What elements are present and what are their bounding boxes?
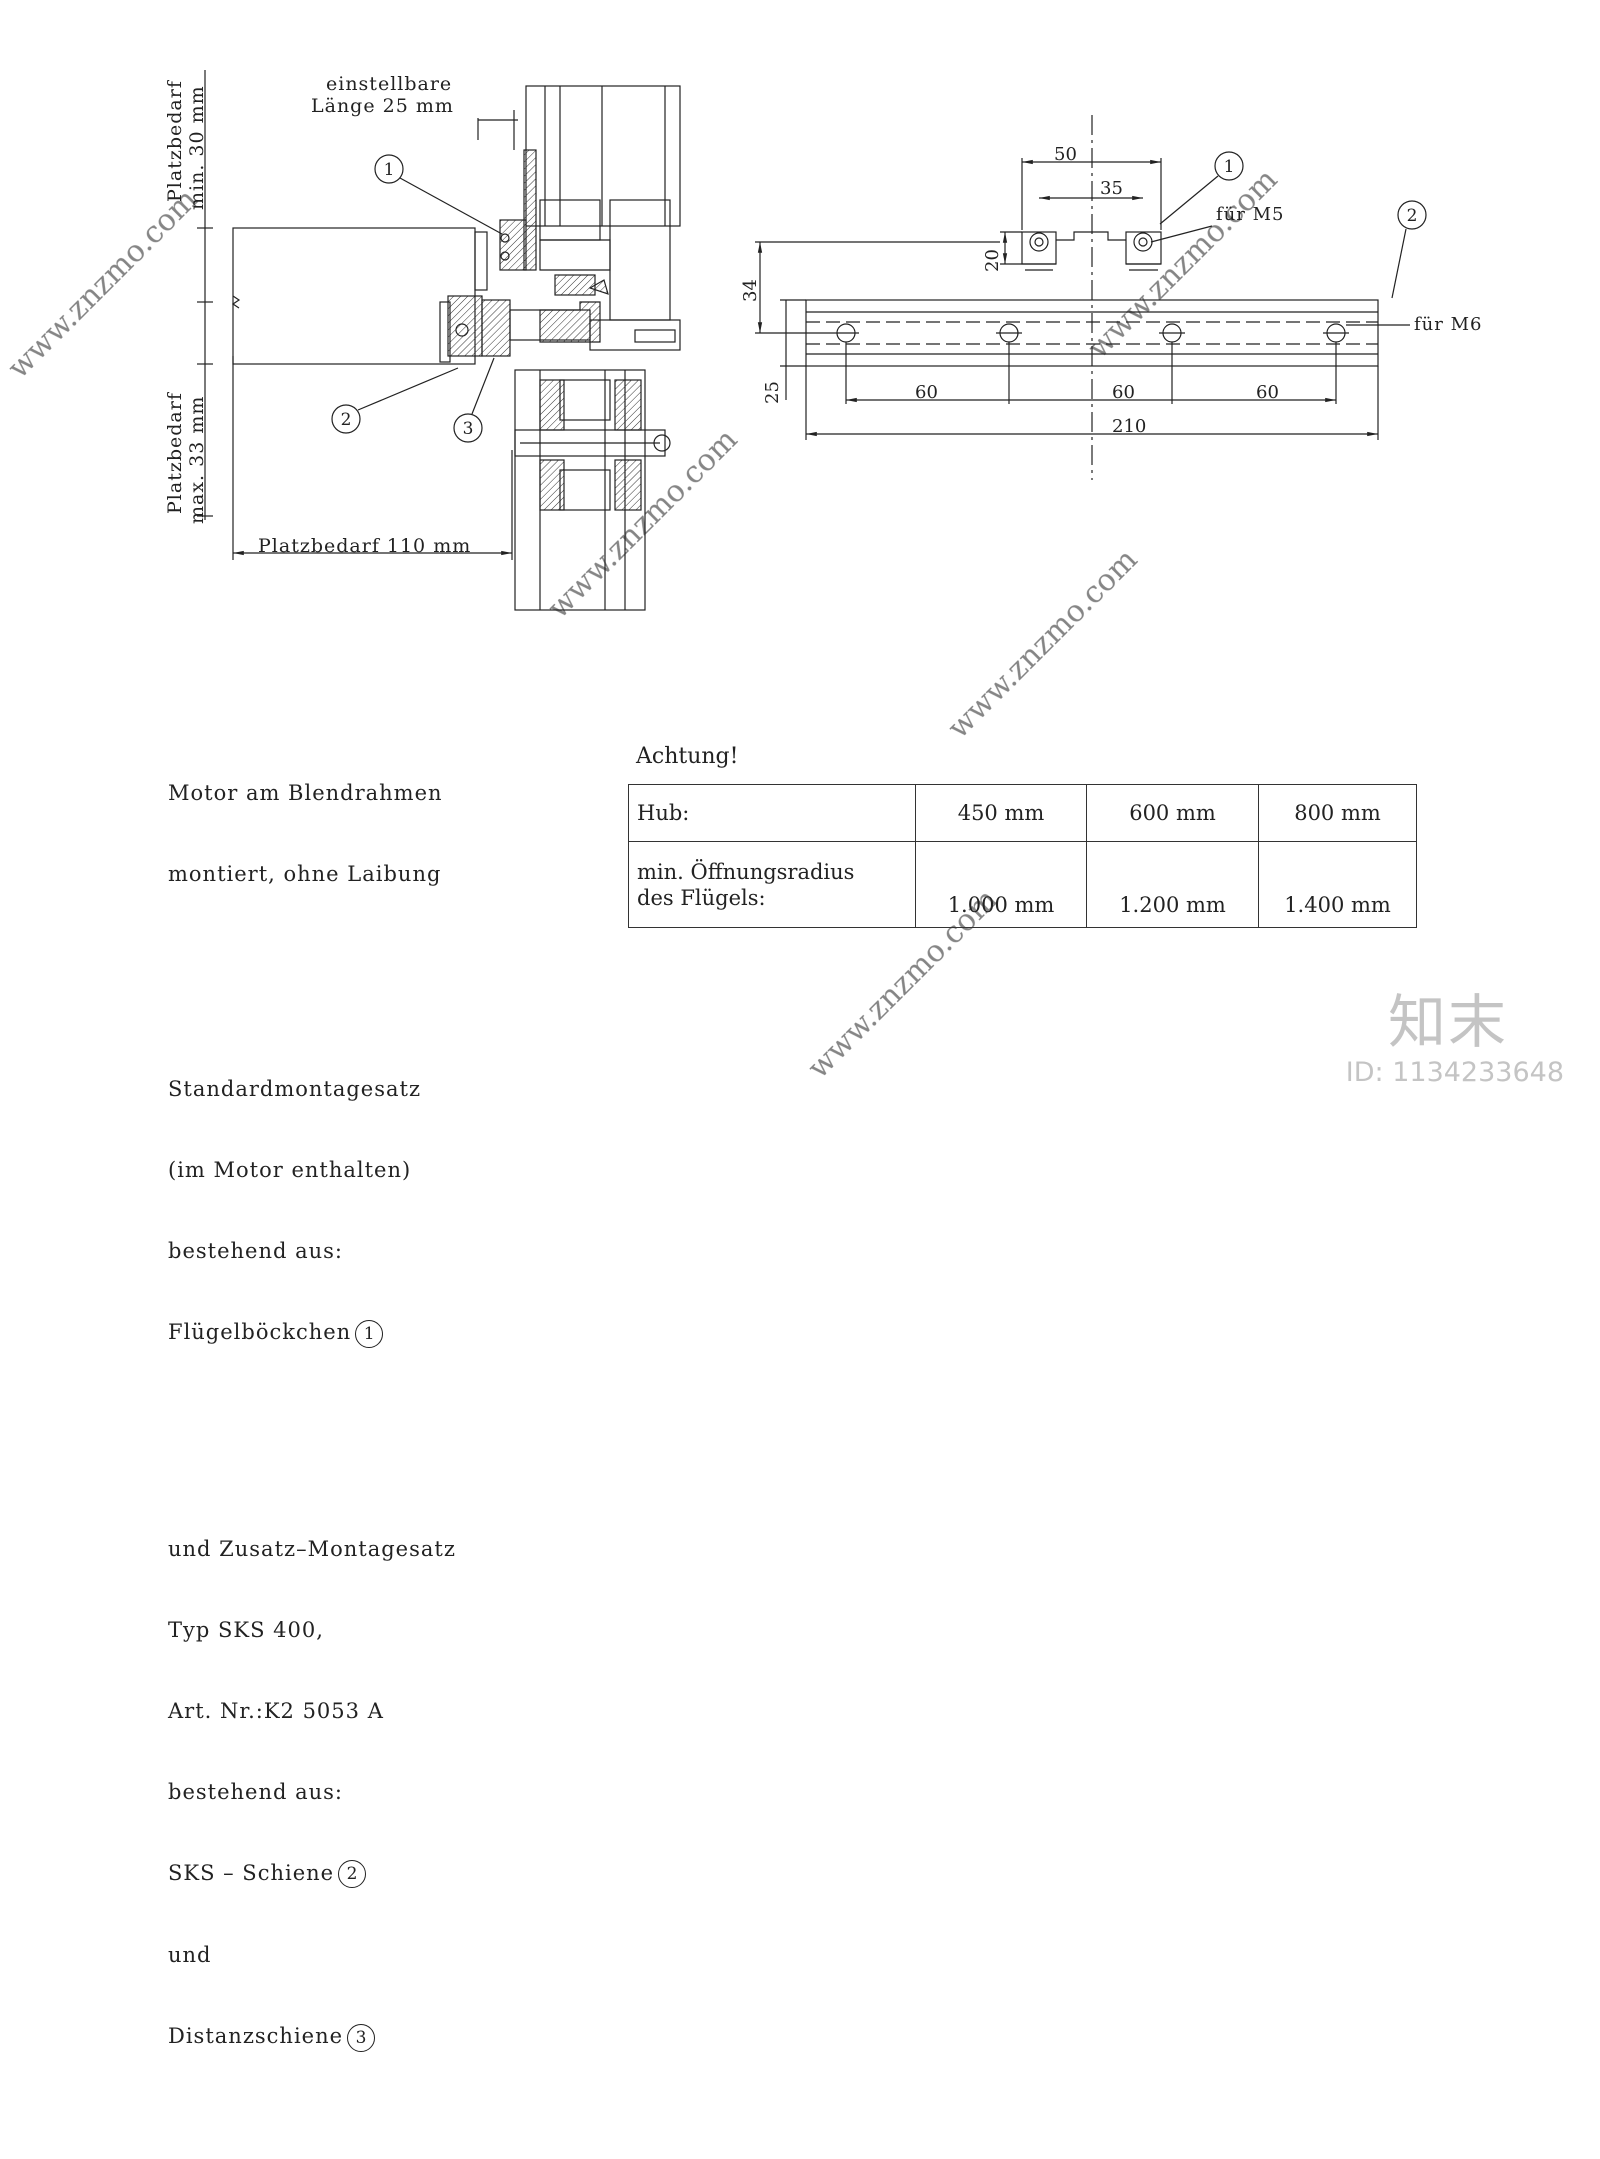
watermark-repeat: www.znzmo.com [541, 422, 744, 625]
table-cell: 450 mm [915, 784, 1087, 842]
left-callout-3: 3 [463, 419, 474, 439]
table-row: Hub: 450 mm 600 mm 800 mm [628, 784, 1417, 842]
dim-35: 35 [1100, 178, 1123, 199]
table-cell: 1.200 mm [1086, 841, 1259, 928]
dim-25: 25 [762, 381, 783, 404]
adjustable-label-2: Länge 25 mm [311, 95, 454, 117]
rail-drawing [755, 115, 1427, 480]
notes-block-2: Standardmontagesatz (im Motor enthalten)… [168, 1022, 456, 1402]
note-line: bestehend aus: [168, 1239, 344, 1263]
notes: Motor am Blendrahmen montiert, ohne Laib… [168, 672, 456, 2159]
right-callout-1: 1 [1224, 157, 1235, 177]
note-line: Art. Nr.:K2 5053 A [168, 1698, 384, 1723]
table-cell: 600 mm [1086, 784, 1259, 842]
notes-block-1: Motor am Blendrahmen montiert, ohne Laib… [168, 726, 456, 942]
left-rotated-labels: Platzbedarf min. 30 mm Platzbedarf max. … [164, 79, 208, 524]
callout-badge: 3 [347, 2023, 376, 2052]
space-bottom-label-1: Platzbedarf [164, 391, 186, 514]
adjustable-label-1: einstellbare [326, 73, 452, 95]
note-text: Distanzschiene [168, 2024, 344, 2048]
space-top-label-1: Platzbedarf [164, 79, 186, 202]
left-callouts [331, 154, 503, 443]
label-m5: für M5 [1216, 204, 1284, 225]
table-cell: Hub: [628, 784, 916, 842]
technical-drawing: Platzbedarf min. 30 mm Platzbedarf max. … [1, 70, 1482, 1086]
watermark-logo: 知末 [1387, 988, 1508, 1056]
left-callout-2: 2 [341, 410, 352, 430]
note-line: Motor am Blendrahmen [168, 781, 443, 805]
dim-50: 50 [1054, 144, 1077, 165]
watermark-id: ID: 1134233648 [1345, 1057, 1564, 1088]
callout-badge: 2 [338, 1860, 367, 1888]
dim-34: 34 [740, 279, 761, 302]
table-cell: 1.400 mm [1258, 841, 1417, 928]
rail-dimensions: 50 35 20 34 25 60 60 60 210 für M5 für M… [740, 144, 1482, 437]
note-line: (im Motor enthalten) [168, 1158, 412, 1182]
dim-60-c: 60 [1256, 382, 1279, 403]
label-m6: für M6 [1414, 314, 1482, 335]
table-cell: 1.000 mm [915, 841, 1087, 928]
callout-badge: 1 [355, 1319, 384, 1348]
table-heading: Achtung! [636, 744, 739, 769]
dim-210: 210 [1112, 416, 1146, 437]
notes-block-3: und Zusatz–Montagesatz Typ SKS 400, Art.… [168, 1482, 456, 2106]
row-label-line: min. Öffnungsradius [637, 859, 855, 884]
watermark-repeat: www.znzmo.com [1, 182, 204, 385]
dim-20: 20 [982, 249, 1003, 272]
right-callout-2: 2 [1407, 206, 1418, 226]
dim-60-b: 60 [1112, 382, 1135, 403]
note-line: bestehend aus: [168, 1779, 344, 1804]
note-line: und [168, 1943, 212, 1967]
watermark-repeat: www.znzmo.com [941, 542, 1144, 745]
section-drawing [197, 70, 681, 611]
note-line: und Zusatz–Montagesatz [168, 1536, 456, 1561]
note-text: SKS – Schiene [168, 1860, 335, 1885]
note-line: montiert, ohne Laibung [168, 862, 442, 886]
space-width-label: Platzbedarf 110 mm [258, 535, 471, 557]
space-bottom-label-2: max. 33 mm [186, 396, 208, 524]
left-callout-1: 1 [384, 160, 395, 180]
dim-60-a: 60 [915, 382, 938, 403]
table-cell: 800 mm [1258, 784, 1417, 842]
stroke-table: Hub: 450 mm 600 mm 800 mm min. Öffnungsr… [628, 784, 1417, 928]
note-text: Flügelböckchen [168, 1320, 352, 1344]
note-line: Standardmontagesatz [168, 1077, 422, 1101]
row-label-line: des Flügels: [637, 885, 766, 910]
space-top-label-2: min. 30 mm [186, 85, 208, 210]
note-line: Typ SKS 400, [168, 1617, 324, 1642]
